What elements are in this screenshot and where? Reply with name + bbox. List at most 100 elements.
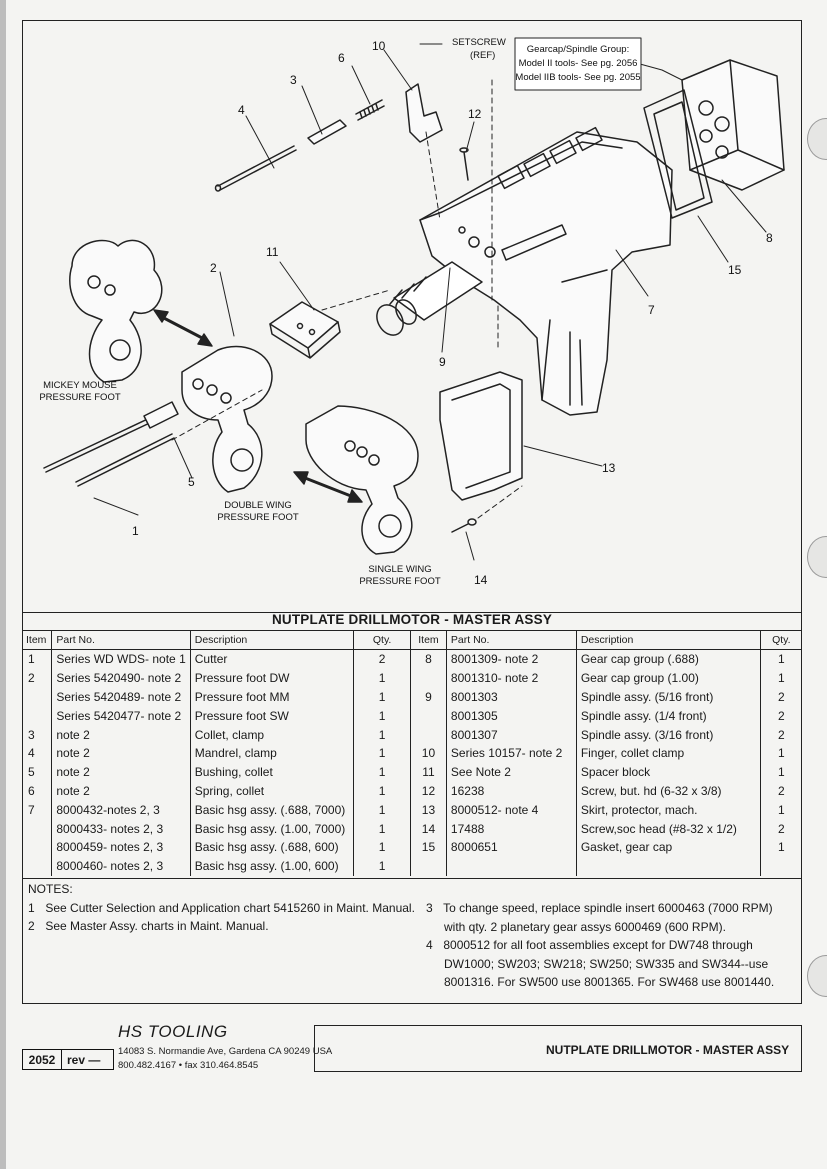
item-cell (22, 819, 52, 838)
part-number-cell: Series 10157- note 2 (445, 743, 577, 763)
single-wing-foot (305, 405, 419, 555)
part-number-cell (445, 856, 577, 876)
footer-title: NUTPLATE DRILLMOTOR - MASTER ASSY (546, 1043, 790, 1057)
qty-cell: 2 (759, 781, 802, 801)
item-header: Item (22, 630, 52, 650)
qty-cell: 1 (353, 781, 410, 801)
note-text: See Master Assy. charts in Maint. Manual… (45, 919, 269, 933)
collet-parts (214, 83, 469, 192)
item-cell: 5 (28, 765, 35, 780)
binder-hole (807, 955, 827, 997)
qty-cell: 1 (353, 668, 410, 688)
description-cell: Screw,soc head (#8-32 x 1/2) (575, 819, 761, 838)
part-number-cell: 17488 (445, 819, 577, 838)
callout-6: 6 (338, 51, 345, 65)
note-number: 3 (426, 901, 433, 915)
item-cell: 12 (410, 781, 447, 801)
description-header: Description (189, 630, 354, 650)
part-number-cell: 8000460- notes 2, 3 (51, 856, 191, 876)
item-cell (410, 706, 447, 726)
qty-cell: 2 (759, 706, 802, 726)
part-number-cell: 8000512- note 4 (445, 800, 577, 820)
note-number: 2 (28, 919, 35, 933)
notes-heading: NOTES: (28, 882, 73, 896)
qty-header: Qty. (353, 630, 410, 650)
note-text: See Cutter Selection and Application cha… (45, 900, 415, 915)
item-cell: 11 (410, 762, 447, 782)
callout-14: 14 (474, 573, 488, 587)
exploded-assembly-diagram: Gearcap/Spindle Group: Model II tools- S… (39, 37, 785, 587)
qty-cell: 1 (353, 762, 410, 782)
double-wing-label: DOUBLE WING (224, 500, 292, 511)
callout-7: 7 (648, 303, 655, 317)
description-cell: Skirt, protector, mach. (575, 800, 761, 820)
item-cell (410, 725, 447, 744)
description-cell: Spindle assy. (1/4 front) (575, 706, 761, 726)
note-number: 4 (426, 938, 433, 952)
callout-12: 12 (468, 107, 482, 121)
qty-cell: 1 (353, 837, 410, 857)
part-number-cell: Series 5420477- note 2 (51, 706, 191, 726)
single-wing-label: PRESSURE FOOT (359, 576, 440, 587)
mickey-mouse-label: PRESSURE FOOT (39, 392, 120, 403)
item-cell (22, 706, 52, 725)
item-cell (22, 838, 52, 857)
binder-hole (807, 118, 827, 160)
note-item: 4 8000512 for all foot assemblies except… (426, 936, 774, 955)
footer-title-box (314, 1025, 802, 1072)
gearcap-note-box (514, 37, 642, 91)
table-header-row: Item Part No. Description Qty. (410, 630, 802, 650)
qty-cell: 1 (759, 743, 802, 763)
note-text: To change speed, replace spindle insert … (443, 901, 773, 915)
item-cell: 10 (410, 743, 447, 763)
page-frame (22, 20, 802, 1004)
qty-cell: 1 (353, 687, 410, 707)
qty-cell: 1 (759, 762, 802, 782)
description-cell: Finger, collet clamp (575, 743, 761, 763)
company-name: HS TOOLING (118, 1022, 228, 1041)
description-cell: Gear cap group (1.00) (575, 668, 761, 688)
note-text: 8000512 for all foot assemblies except f… (443, 938, 753, 952)
part-number-cell: note 2 (51, 725, 191, 744)
notes-top-rule (22, 878, 802, 879)
description-cell: Screw, but. hd (6-32 x 3/8) (575, 781, 761, 801)
note-number: 1 (28, 900, 35, 915)
setscrew-label: SETSCREW (452, 37, 506, 48)
part-number-cell: 8000433- notes 2, 3 (51, 819, 191, 838)
note-item: 3 To change speed, replace spindle inser… (426, 899, 774, 918)
description-cell: Pressure foot SW (189, 706, 354, 726)
part-number-cell: 8001310- note 2 (445, 668, 577, 688)
qty-cell: 1 (353, 800, 410, 820)
gearcap-note-line: Model IIB tools- See pg. 2055 (515, 72, 640, 83)
item-cell: 1 (28, 652, 35, 667)
table-row (410, 856, 802, 876)
qty-cell: 1 (353, 706, 410, 726)
gearcap-note-line: Gearcap/Spindle Group: (527, 44, 629, 55)
description-cell: Spacer block (575, 762, 761, 782)
part-number-cell: 8000459- notes 2, 3 (51, 837, 191, 857)
mickey-mouse-label: MICKEY MOUSE (43, 380, 117, 391)
item-cell: 6 (28, 783, 35, 798)
qty-cell: 1 (759, 668, 802, 688)
qty-cell: 1 (353, 856, 410, 876)
qty-cell: 1 (759, 649, 802, 669)
company-address: 14083 S. Normandie Ave, Gardena CA 90249… (118, 1046, 333, 1057)
qty-cell: 1 (353, 743, 410, 763)
qty-cell: 2 (759, 819, 802, 838)
item-cell: 14 (410, 819, 447, 838)
